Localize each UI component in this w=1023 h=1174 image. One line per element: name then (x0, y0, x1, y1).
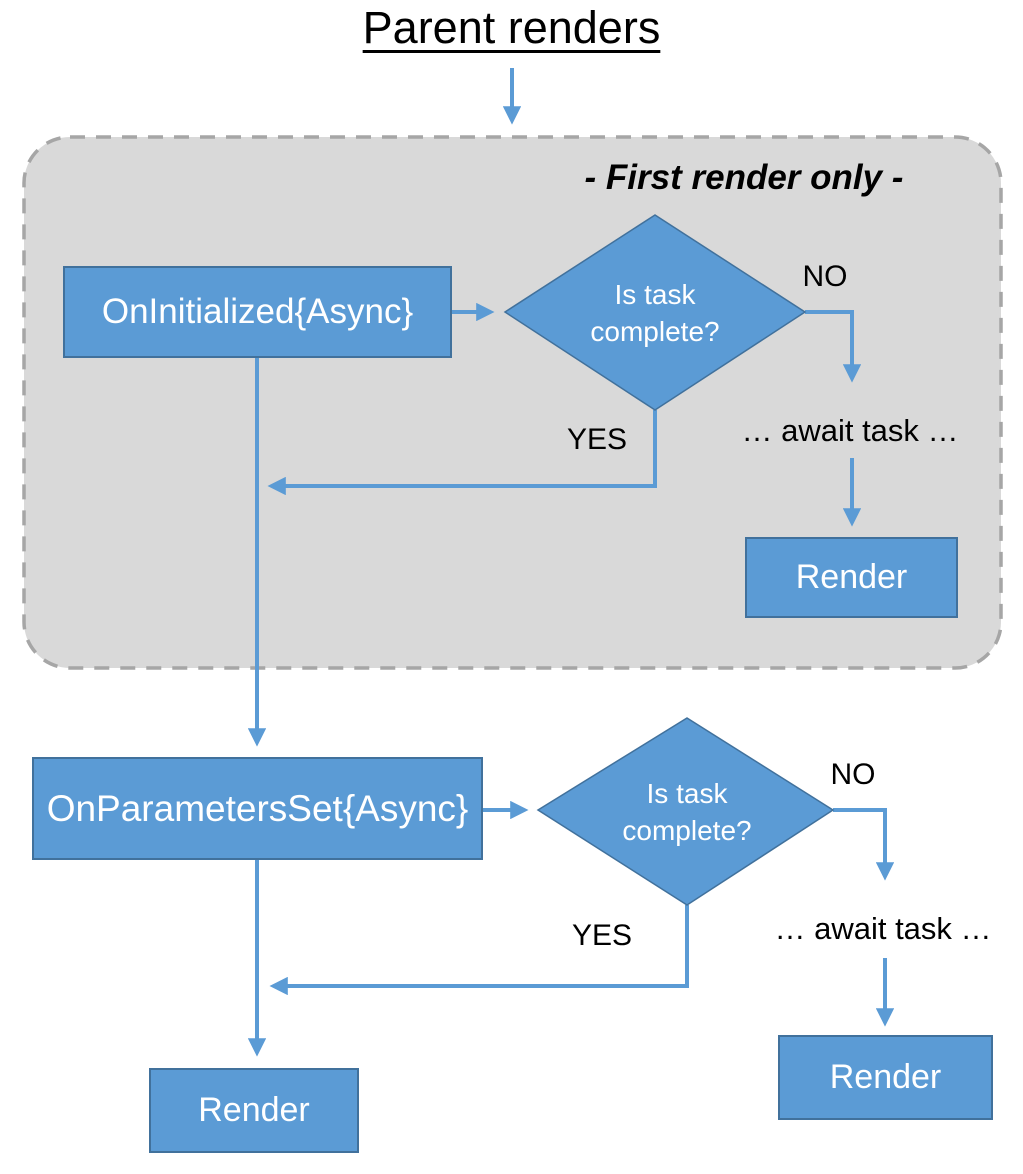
decision1-label: Is task complete? (590, 279, 720, 347)
first-render-only-label: - First render only - (584, 158, 904, 197)
onparametersset-box: OnParametersSet{Async} (32, 757, 483, 860)
decision2-diamond (536, 717, 835, 906)
arrow-decision1-no-elbow (805, 310, 862, 383)
decision1-yes-label: YES (566, 423, 628, 456)
decision1-no-label: NO (802, 260, 848, 293)
await-task1-label: … await task … (741, 413, 959, 448)
arrow-decision1-yes-elbow (267, 410, 657, 496)
render1-box: Render (745, 537, 958, 618)
arrow-decision2-no-elbow (833, 808, 895, 881)
page-title: Parent renders (362, 2, 661, 53)
arrow-decision2-yes-elbow (269, 905, 689, 996)
oninitialized-box: OnInitialized{Async} (63, 266, 452, 358)
decision2-label: Is task complete? (622, 778, 752, 846)
render2-box: Render (778, 1035, 993, 1120)
decision2-no-label: NO (830, 758, 876, 791)
await-task2-label: … await task … (774, 911, 992, 946)
decision2-yes-label: YES (571, 919, 633, 952)
decision1-diamond (503, 214, 807, 411)
render3-box: Render (149, 1068, 359, 1153)
